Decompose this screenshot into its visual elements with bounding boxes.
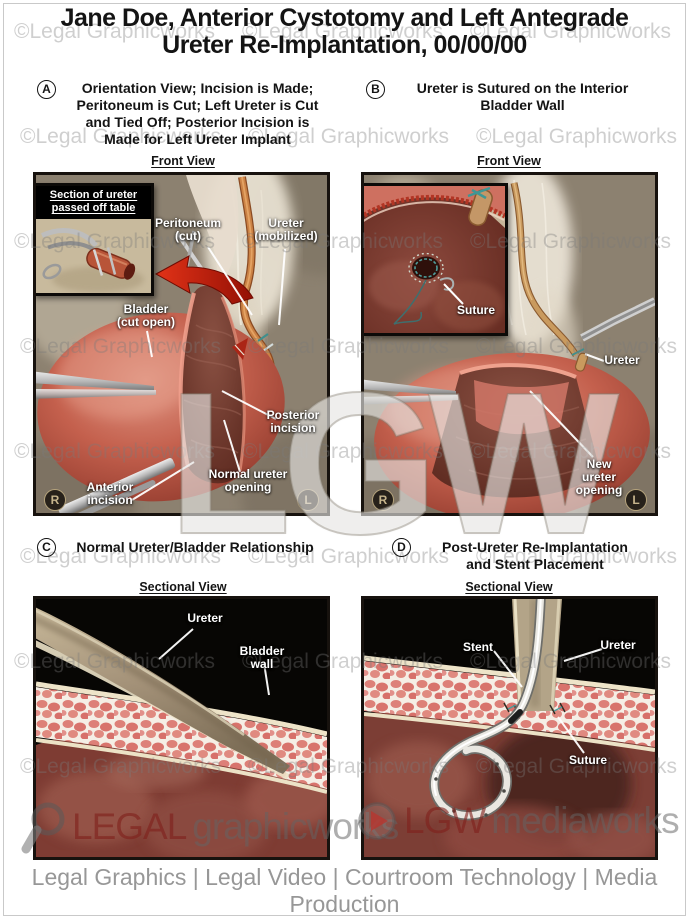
view-label-c: Sectional View [139, 580, 227, 594]
label-suture: Suture [568, 753, 608, 767]
label-posterior-incision: Posterior incision [266, 408, 320, 435]
label-ureter: Ureter [604, 353, 640, 367]
view-label-b: Front View [477, 154, 541, 168]
label-suture: Suture [456, 303, 496, 317]
section-heading-c: Normal Ureter/Bladder Relationship [76, 539, 314, 555]
label-ureter: Ureter [187, 611, 223, 625]
marker-right-side: R [372, 489, 394, 511]
view-label-a: Front View [151, 154, 215, 168]
marker-left-side: L [625, 489, 647, 511]
panel-c-illustration: Ureter Bladder wall [33, 596, 330, 860]
section-letter-b: B [366, 80, 385, 99]
section-letter-c: C [37, 538, 56, 557]
suture-interior-art [364, 186, 505, 333]
label-new-ureter-opening: New ureter opening [575, 457, 623, 497]
panel-d-illustration: Stent Ureter Suture [361, 596, 658, 860]
marker-left-side: L [297, 489, 319, 511]
marker-right-side: R [44, 489, 66, 511]
label-stent: Stent [463, 640, 493, 654]
panel-a-inset: Section of ureter passed off table [36, 183, 154, 296]
section-heading-d: Post-Ureter Re-Implantation and Stent Pl… [442, 539, 628, 572]
label-normal-ureter-opening: Normal ureter opening [208, 467, 288, 494]
section-heading-b: Ureter is Sutured on the Interior Bladde… [416, 80, 629, 113]
copyright-watermark: ©Legal Graphicworks [476, 125, 678, 148]
label-ureter: Ureter [600, 638, 636, 652]
view-label-d: Sectional View [465, 580, 553, 594]
label-bladder-wall: Bladder wall [239, 644, 285, 671]
panel-d-art [364, 599, 655, 857]
label-bladder-cut-open: Bladder (cut open) [117, 302, 175, 329]
panel-a-illustration: Section of ureter passed off table Perit… [33, 172, 330, 516]
panel-c-art [36, 599, 327, 857]
label-anterior-incision: Anterior incision [86, 480, 134, 507]
panel-b-illustration: Suture Ureter New ureter opening R L [361, 172, 658, 516]
panel-a-inset-caption: Section of ureter passed off table [36, 186, 151, 219]
section-letter-a: A [37, 80, 56, 99]
ureter-section-art [36, 219, 151, 293]
label-ureter-mobilized: Ureter (mobilized) [254, 216, 318, 243]
footer-services: Legal Graphics | Legal Video | Courtroom… [31, 864, 658, 917]
section-heading-a: Orientation View; Incision is Made; Peri… [76, 80, 319, 147]
label-peritoneum-cut: Peritoneum (cut) [154, 216, 222, 243]
panel-b-inset: Suture [364, 183, 508, 336]
section-letter-d: D [392, 538, 411, 557]
page-title: Jane Doe, Anterior Cystotomy and Left An… [60, 4, 629, 59]
